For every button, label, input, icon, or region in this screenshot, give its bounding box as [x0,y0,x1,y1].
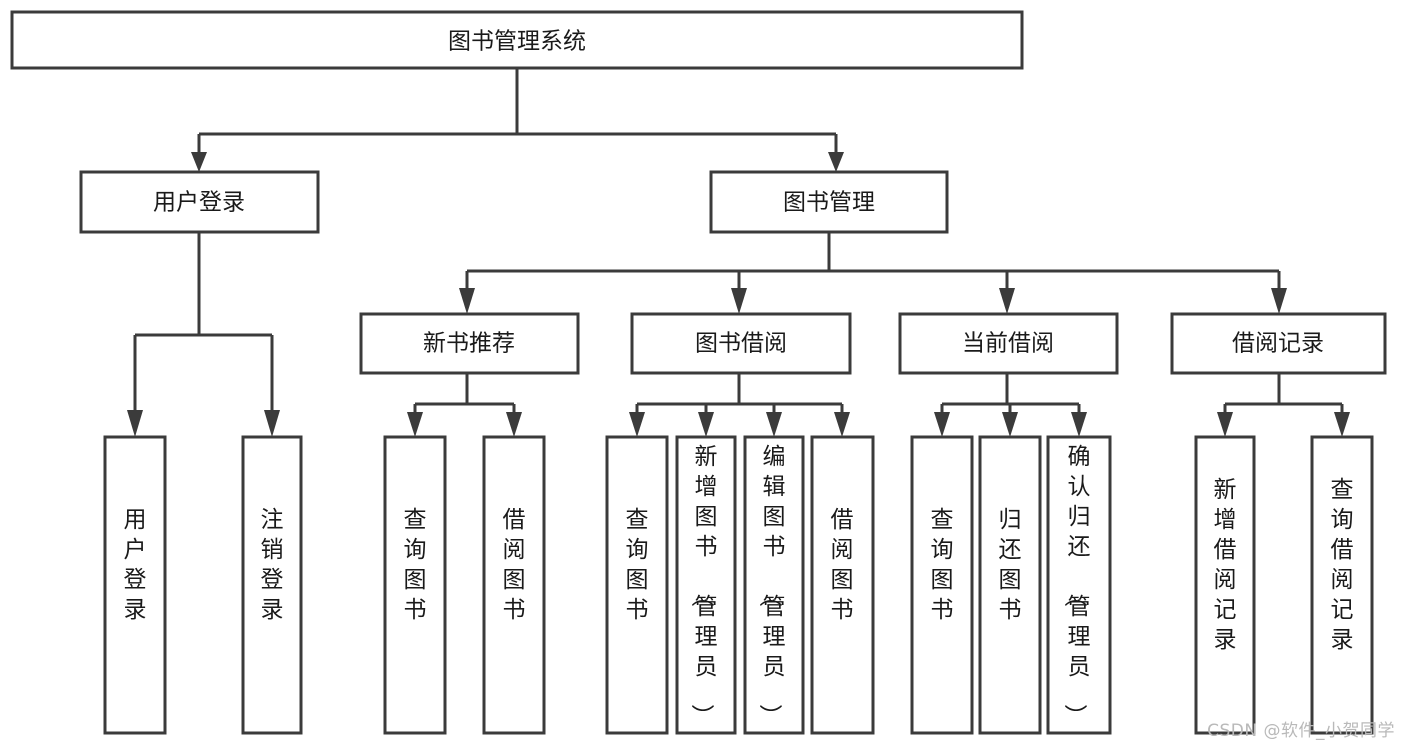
arrowhead-leaf-query-book-3 [934,412,950,437]
leaf-query-borrow-record-label: 查询借阅记录 [1331,477,1354,653]
node-root-box[interactable] [10,10,1024,70]
arrowhead-leaf-edit-book [766,412,782,437]
node-current-borrow-label: 当前借阅 [962,331,1054,357]
arrowhead-leaf-user-login [127,410,143,437]
node-user-login-box[interactable] [79,170,320,234]
leaf-edit-book-box[interactable] [743,435,805,735]
leaf-borrow-book[interactable]: 借阅图书 [810,435,875,735]
arrowhead-leaf-add-record [1217,412,1233,437]
leaf-confirm-return[interactable]: 确认归还（管理员） [1046,435,1112,735]
leaf-user-login-label: 用户登录 [124,507,147,623]
leaf-user-login-box[interactable] [103,435,167,735]
arrowhead-book-borrow [731,288,747,314]
leaf-add-book[interactable]: 新增图书（管理员） [675,435,737,735]
leaf-query-book-current-label: 查询图书 [931,507,954,623]
node-root[interactable]: 图书管理系统 [10,10,1024,70]
leaf-query-book-rec[interactable]: 查询图书 [383,435,447,735]
leaf-borrow-book-rec[interactable]: 借阅图书 [482,435,546,735]
arrowhead-leaf-borrow-book-1 [506,412,522,437]
leaf-return-book[interactable]: 归还图书 [978,435,1042,735]
arrowhead-leaf-return-book [1002,412,1018,437]
leaf-add-book-box[interactable] [675,435,737,735]
arrowhead-book-manage [828,152,844,172]
leaf-edit-book[interactable]: 编辑图书（管理员） [743,435,805,735]
node-user-login-label: 用户登录 [153,190,245,216]
leaf-query-borrow-record[interactable]: 查询借阅记录 [1310,435,1374,735]
node-borrow-record[interactable]: 借阅记录 [1170,312,1387,375]
node-new-book-recommend[interactable]: 新书推荐 [359,312,580,375]
arrowhead-user-login [191,152,207,172]
arrowhead-new-book-rec [459,288,475,314]
leaf-confirm-return-label: 确认归还（管理员） [1062,444,1091,727]
node-book-borrow[interactable]: 图书借阅 [630,312,852,375]
leaf-confirm-return-box[interactable] [1046,435,1112,735]
node-borrow-record-label: 借阅记录 [1232,331,1324,357]
leaf-query-book-borrow[interactable]: 查询图书 [605,435,669,735]
leaf-query-book-rec-box[interactable] [383,435,447,735]
arrowhead-leaf-add-book [698,412,714,437]
leaf-add-borrow-record[interactable]: 新增借阅记录 [1194,435,1256,735]
leaf-user-login[interactable]: 用户登录 [103,435,167,735]
node-current-borrow[interactable]: 当前借阅 [898,312,1119,375]
leaf-return-book-label: 归还图书 [999,507,1022,623]
arrowhead-leaf-logout [264,410,280,437]
node-book-management-box[interactable] [709,170,949,234]
leaf-logout-box[interactable] [241,435,303,735]
node-root-label: 图书管理系统 [448,29,586,55]
leaf-borrow-book-box[interactable] [810,435,875,735]
leaf-logout[interactable]: 注销登录 [241,435,303,735]
node-book-borrow-box[interactable] [630,312,852,375]
leaf-logout-label: 注销登录 [261,507,284,623]
leaf-add-borrow-record-box[interactable] [1194,435,1256,735]
arrowhead-leaf-query-record [1334,412,1350,437]
arrowhead-leaf-confirm-return [1071,412,1087,437]
leaf-add-book-label: 新增图书（管理员） [689,444,718,727]
node-borrow-record-box[interactable] [1170,312,1387,375]
leaf-return-book-box[interactable] [978,435,1042,735]
node-book-management-label: 图书管理 [783,190,875,216]
node-book-borrow-label: 图书借阅 [695,331,787,357]
leaf-add-borrow-record-label: 新增借阅记录 [1214,477,1237,653]
leaf-edit-book-label: 编辑图书（管理员） [757,444,786,727]
connector-layer [127,68,1350,437]
leaf-query-book-rec-label: 查询图书 [404,507,427,623]
arrowhead-leaf-query-book-2 [629,412,645,437]
leaf-query-book-current[interactable]: 查询图书 [910,435,974,735]
leaf-query-book-borrow-label: 查询图书 [626,507,649,623]
arrowhead-current-borrow [999,288,1015,314]
leaf-query-book-borrow-box[interactable] [605,435,669,735]
node-book-management[interactable]: 图书管理 [709,170,949,234]
leaf-borrow-book-label: 借阅图书 [831,507,854,623]
arrowhead-leaf-borrow-book-2 [834,412,850,437]
csdn-watermark: CSDN @软件_小贺同学 [1207,721,1395,741]
node-user-login[interactable]: 用户登录 [79,170,320,234]
node-new-book-recommend-box[interactable] [359,312,580,375]
node-current-borrow-box[interactable] [898,312,1119,375]
leaf-query-book-current-box[interactable] [910,435,974,735]
leaf-borrow-book-rec-label: 借阅图书 [503,507,526,623]
node-new-book-recommend-label: 新书推荐 [423,331,515,357]
leaf-query-borrow-record-box[interactable] [1310,435,1374,735]
arrowhead-leaf-query-book-1 [407,412,423,437]
leaf-borrow-book-rec-box[interactable] [482,435,546,735]
arrowhead-borrow-record [1271,288,1287,314]
